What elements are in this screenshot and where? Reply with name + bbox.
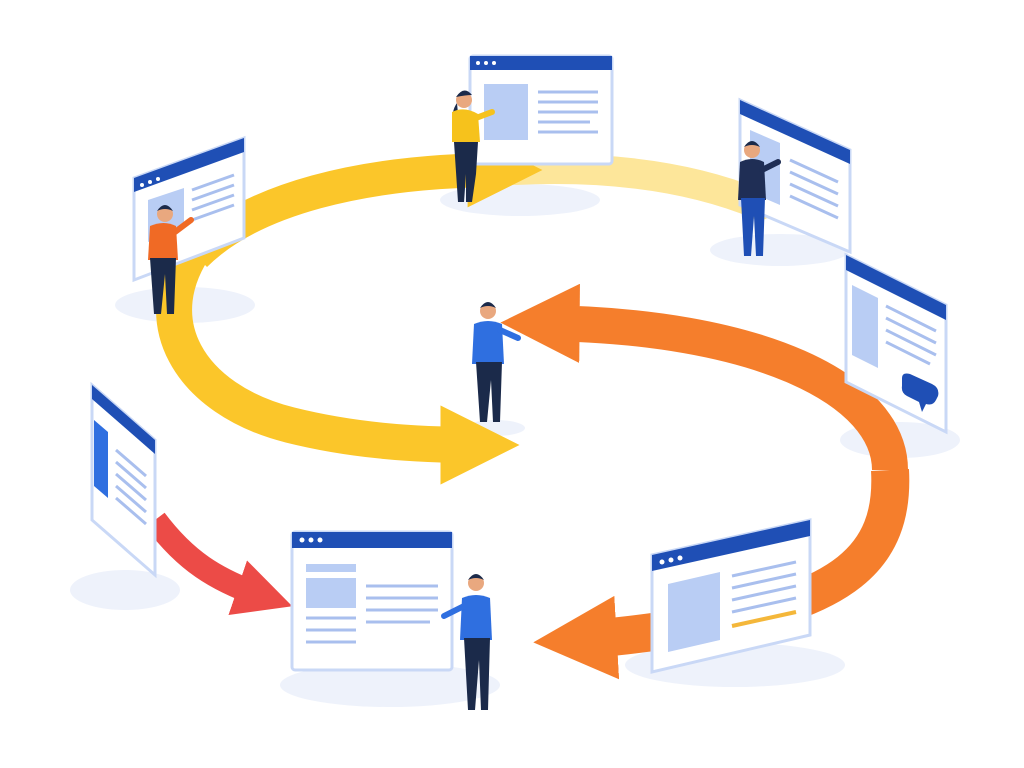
browser-window-right	[844, 252, 948, 435]
shadow-bottom	[280, 663, 500, 707]
browser-window-bottom-left	[90, 381, 157, 579]
orange-arrow-upper	[500, 283, 908, 472]
red-arrow-path	[145, 512, 293, 615]
browser-window-bottom	[290, 530, 454, 672]
shadow-bottom-left	[70, 570, 180, 610]
chat-bubble-icon	[901, 373, 939, 412]
yellow-arrow-faded-tail	[500, 154, 775, 220]
browser-window-bottom-right	[650, 518, 812, 674]
browser-window-top	[468, 54, 614, 166]
yellow-arrow-loop	[156, 229, 520, 485]
person-man-right-top	[738, 141, 781, 256]
person-man-bottom	[441, 574, 492, 710]
person-man-center	[472, 302, 521, 422]
person-man-left	[148, 205, 194, 314]
person-woman-top	[452, 90, 495, 202]
red-arrow	[145, 512, 293, 615]
